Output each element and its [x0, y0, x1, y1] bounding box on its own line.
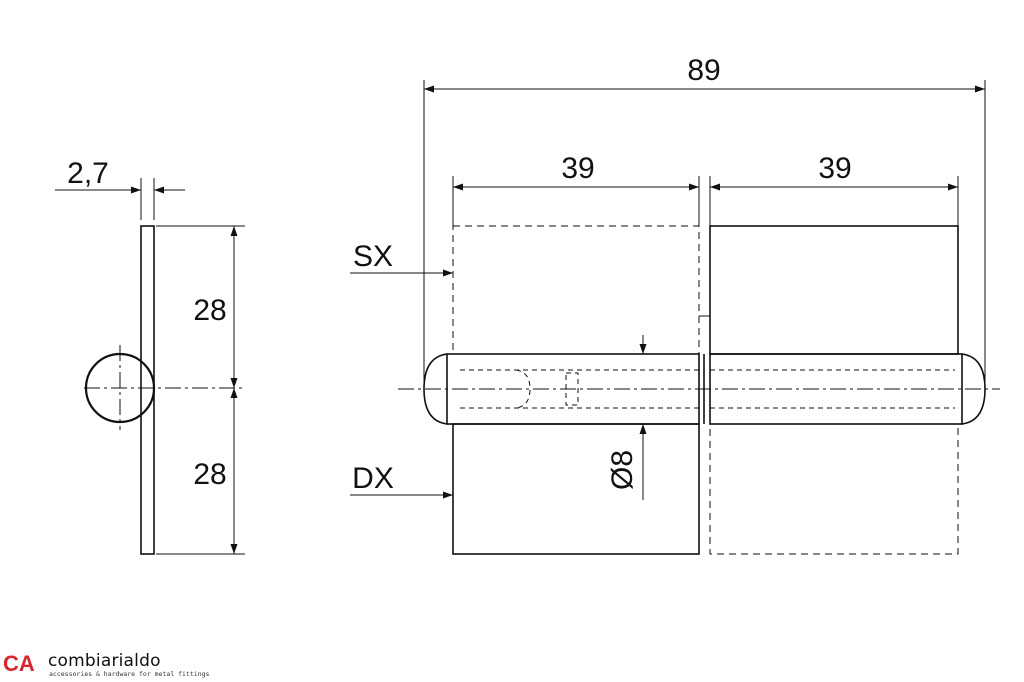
brand-tagline: accessories & hardware for metal fitting…	[49, 670, 210, 678]
right-leaf-label: 39	[818, 152, 851, 185]
lower-right-leaf-dashed	[709, 423, 959, 555]
front-view: 89 39 39 Ø8 SX DX	[350, 54, 1000, 555]
side-view: 2,7 28 28	[55, 157, 245, 555]
sx-label: SX	[353, 240, 393, 273]
lower-left-leaf	[452, 423, 700, 555]
lower-height-label: 28	[193, 458, 226, 491]
thickness-label: 2,7	[67, 157, 109, 190]
side-leaf-profile	[140, 225, 155, 555]
brand-mark: CA	[3, 651, 35, 676]
dx-label: DX	[352, 462, 394, 495]
overall-length-label: 89	[687, 54, 720, 87]
pin-diameter-label: Ø8	[606, 450, 639, 490]
brand-name: combiarialdo	[48, 651, 161, 671]
upper-left-leaf-dashed	[452, 225, 700, 355]
upper-right-leaf	[709, 225, 959, 355]
upper-height-label: 28	[193, 294, 226, 327]
brand-logo: CA combiarialdo accessories & hardware f…	[3, 651, 210, 678]
left-leaf-label: 39	[561, 152, 594, 185]
